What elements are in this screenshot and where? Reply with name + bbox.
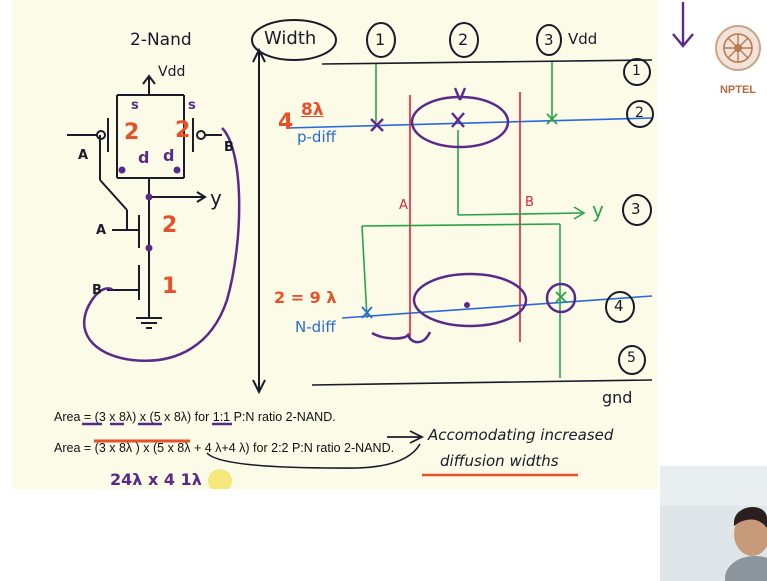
area-2-prefix: Area = [54,441,95,455]
row-marker-4: 4 [614,297,624,315]
drain-mark-right: d [163,146,175,165]
note-line-1: Accomodating increased [428,426,614,444]
area-2-expr: (3 x 8λ ) x (5 x 8λ + 4 λ+4 λ) [94,441,250,455]
gate-a-layout-label: A [399,198,408,213]
area-1-suffix: for 1:1 P:N ratio 2-NAND. [191,410,336,424]
nptel-emblem-icon [715,25,761,71]
area-formula-1: Area = (3 x 8λ) x (5 x 8λ) for 1:1 P:N r… [54,410,336,424]
output-layout-label: y [592,198,604,222]
vdd-layout-label: Vdd [568,30,598,48]
area-1-expr: (3 x 8λ) x (5 x 8λ) [94,410,192,424]
p-diff-label: p-diff [297,128,336,146]
gate-b-layout-label: B [525,195,534,210]
n-diff-label: N-diff [295,318,336,336]
input-a-n-label: A [96,223,107,238]
purple-loop [82,127,241,362]
column-marker-1: 1 [375,30,386,49]
input-a-label: A [78,148,89,163]
row-marker-5: 5 [627,350,636,366]
nptel-logo: NPTEL [712,22,764,102]
input-b-label: B [224,140,234,155]
gnd-label: gnd [602,388,633,407]
area-1-prefix: Area = [54,410,95,424]
column-marker-3: 3 [544,31,554,49]
gate-title: 2-Nand [130,30,192,50]
input-b-n-label: B [92,283,102,298]
p-width-factor: 4 [278,110,294,135]
handwritten-layout-drawing [67,19,654,489]
row-marker-2: 2 [635,105,644,121]
source-mark-left: s [131,98,139,113]
instructor-video-frame [660,466,767,581]
vdd-schematic-label: Vdd [158,64,186,80]
source-mark-right: s [188,98,196,113]
bottom-scribble: 24λ x 4 1λ [110,470,202,489]
note-line-2: diffusion widths [440,452,559,470]
n-width-value: 2 = 9 λ [274,288,337,307]
pmos-width-b: 2 [175,118,191,143]
row-marker-3: 3 [631,200,641,218]
nmos-width-a: 2 [162,213,178,238]
pmos-width-a: 2 [124,120,140,145]
row-marker-1: 1 [632,63,641,79]
nptel-label: NPTEL [719,84,757,96]
area-2-suffix: for 2:2 P:N ratio 2-NAND. [249,441,395,455]
column-marker-2: 2 [458,30,469,49]
lecture-slide: 2-Nand Width Vdd Vdd gnd s s d d 2 2 2 1… [12,0,657,489]
instructor-webcam [660,466,767,581]
down-arrow-icon [672,2,694,48]
drain-mark-left: d [138,148,150,167]
output-label: y [210,186,222,210]
nmos-width-b: 1 [162,274,178,299]
width-circle [251,19,337,61]
p-width-value: 8λ [301,100,324,120]
area-formula-2: Area = (3 x 8λ ) x (5 x 8λ + 4 λ+4 λ) fo… [54,441,394,455]
width-label: Width [264,28,317,49]
